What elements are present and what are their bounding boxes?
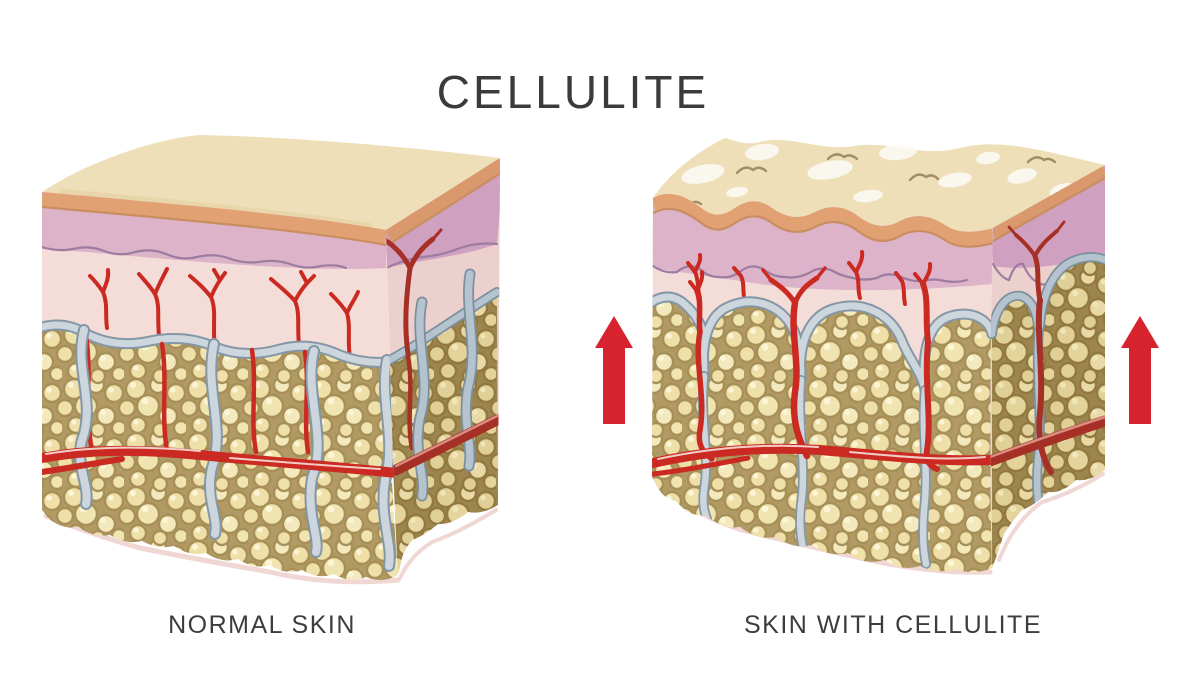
surface-highlights: [681, 143, 1075, 203]
dermal-blood-vessels: [88, 267, 360, 359]
epidermis-layer: [42, 192, 388, 245]
bulging-fat-layer-side: [992, 257, 1105, 568]
fibrous-septa-vertical: [74, 324, 396, 572]
ground-shadow: [997, 472, 1105, 562]
bulging-fat-layer: [652, 297, 992, 573]
dimpled-skin-surface-top: [653, 138, 1105, 232]
ground-shadow: [398, 508, 498, 580]
dermis-boundary-line: [42, 245, 348, 270]
dermal-blood-vessels: [686, 250, 907, 306]
main-blood-vessel-side: [990, 415, 1105, 467]
caption-skin-with-cellulite: SKIN WITH CELLULITE: [744, 611, 1042, 639]
surface-crease-marks: [686, 153, 1057, 208]
skin-surface-top: [42, 135, 500, 230]
page-title: CELLULITE: [436, 65, 710, 118]
cellulite-skin-illustration: [595, 138, 1159, 575]
main-blood-vessel: [652, 443, 993, 477]
normal-skin-illustration: [42, 135, 500, 585]
fat-blood-vessel-side: [405, 353, 415, 451]
arrow-up-left-icon: [595, 316, 633, 424]
normal-front-face: [42, 192, 398, 581]
channel-blood-vessel-side: [1007, 220, 1066, 475]
cellulite-side-face: [990, 165, 1105, 568]
epidermis-layer-side: [386, 158, 500, 242]
epidermis-edge-line: [42, 205, 387, 247]
epidermis-edge-line-side: [390, 170, 500, 244]
caption-normal-skin: NORMAL SKIN: [168, 611, 356, 639]
dermal-blood-vessel-side: [386, 228, 443, 357]
main-blood-vessel-side: [390, 414, 500, 476]
epidermis-layer-side: [990, 165, 1105, 240]
fibrous-septa-band-side: [386, 287, 500, 367]
cellulite-front-face: [652, 193, 993, 573]
fibrous-septa-arches: [652, 291, 993, 396]
arrow-up-right-icon: [1121, 316, 1159, 424]
main-blood-vessel: [42, 445, 398, 478]
fibrous-septa-vertical-side: [412, 268, 478, 502]
